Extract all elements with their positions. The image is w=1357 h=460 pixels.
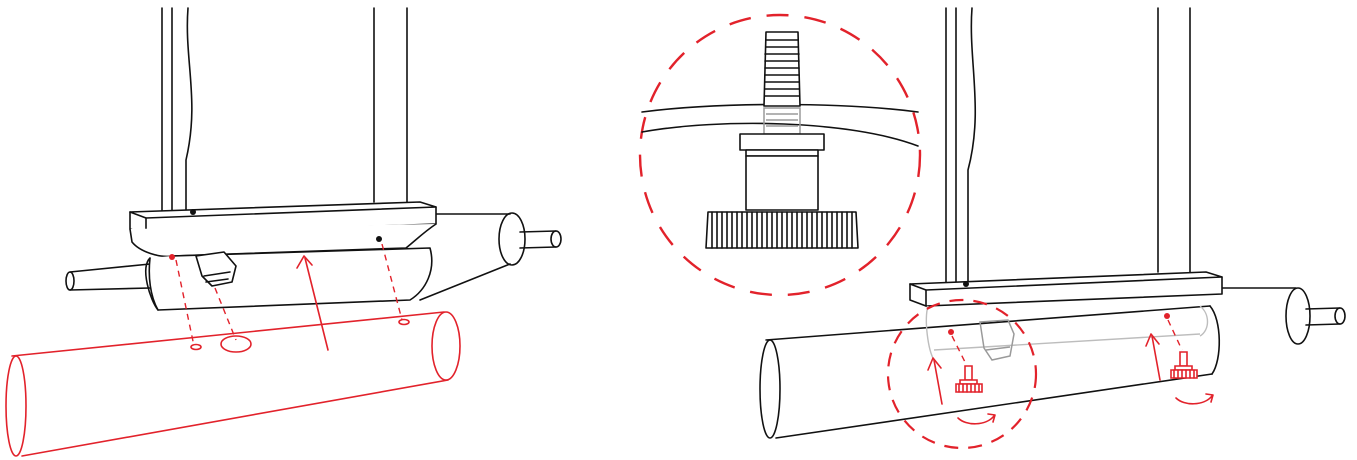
right-frame-rails bbox=[945, 7, 1191, 291]
right-clamp-bracket bbox=[909, 271, 1223, 307]
left-red-tube bbox=[5, 311, 461, 457]
right-main-tube bbox=[759, 305, 1221, 439]
left-frame-rails bbox=[161, 7, 408, 219]
left-back-tube bbox=[65, 212, 562, 301]
right-ghost-clamp bbox=[925, 305, 1209, 361]
thumb-screw-body bbox=[739, 133, 825, 211]
right-back-tube bbox=[1219, 287, 1346, 345]
right-screw-left bbox=[927, 329, 996, 425]
left-alignment-guides bbox=[175, 243, 403, 347]
right-zoom-indicator bbox=[886, 298, 1038, 450]
left-insert-arrow bbox=[296, 255, 329, 351]
left-latch bbox=[195, 251, 237, 287]
zoom-circle bbox=[638, 13, 922, 297]
thumb-screw-thread bbox=[763, 31, 801, 135]
right-panel bbox=[759, 7, 1346, 450]
right-screw-right bbox=[1145, 313, 1214, 405]
zoom-detail-panel bbox=[638, 13, 922, 297]
thumb-screw-knob bbox=[705, 211, 859, 249]
left-clamp-bracket bbox=[129, 201, 437, 311]
left-panel bbox=[5, 7, 562, 457]
